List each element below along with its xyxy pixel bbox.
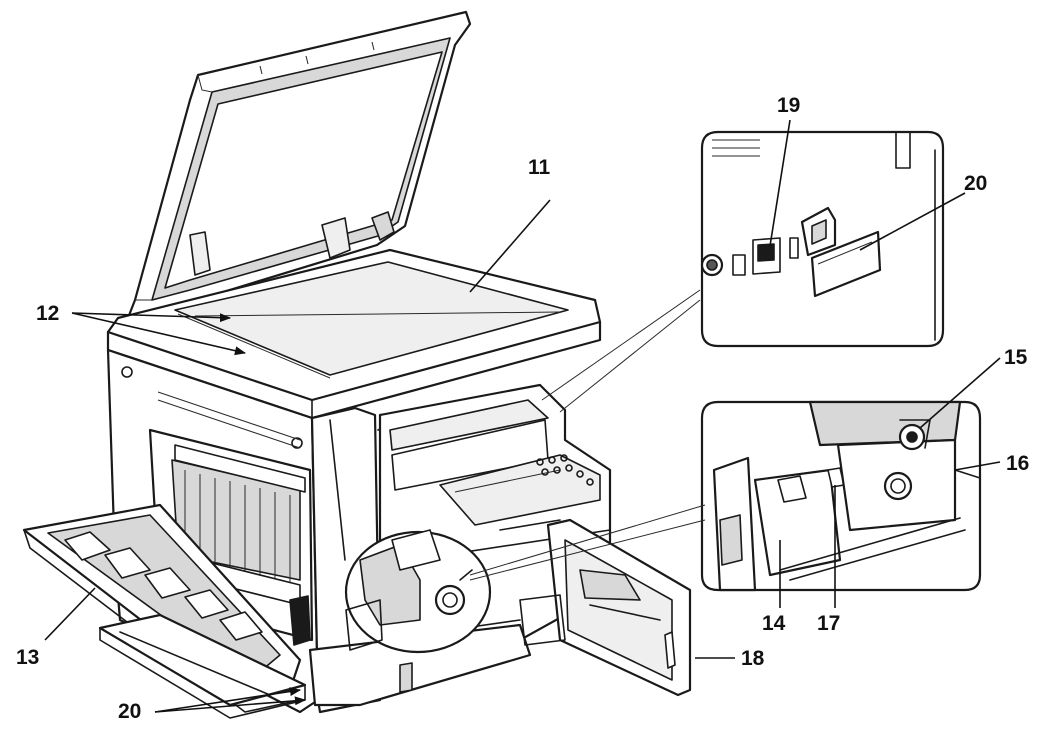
keypad xyxy=(536,454,594,486)
callout-13: 13 xyxy=(16,646,39,669)
callout-20-bottom: 20 xyxy=(118,700,141,723)
callout-15: 15 xyxy=(1004,346,1028,369)
toner-magnifier xyxy=(344,529,492,654)
callout-20-top: 20 xyxy=(964,172,987,195)
inset-toner-area xyxy=(700,400,982,592)
callout-18: 18 xyxy=(741,647,765,670)
callout-14: 14 xyxy=(762,612,786,635)
callout-19: 19 xyxy=(777,94,800,117)
leader-lines xyxy=(44,119,1001,713)
document-cover xyxy=(126,10,472,320)
scanner-top xyxy=(106,248,602,420)
callout-labels: 11 12 13 14 15 16 17 18 19 20 20 xyxy=(16,94,1029,723)
front-cover-open xyxy=(499,518,692,697)
bypass-tray xyxy=(98,613,307,719)
callout-12: 12 xyxy=(36,302,59,325)
callout-16: 16 xyxy=(1006,452,1029,475)
inset-connectors xyxy=(469,289,706,581)
callout-17: 17 xyxy=(817,612,840,635)
callout-11: 11 xyxy=(528,156,551,179)
inset-rear-panel xyxy=(700,130,945,348)
